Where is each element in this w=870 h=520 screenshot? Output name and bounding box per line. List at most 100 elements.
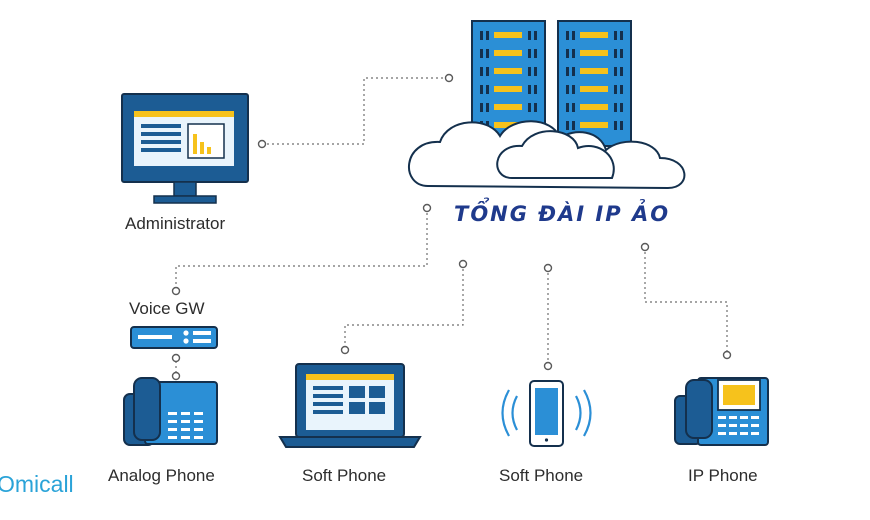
rack-slot xyxy=(620,103,623,112)
rack-slot xyxy=(528,85,531,94)
laptop-softphone-icon xyxy=(278,363,422,448)
rack-slot xyxy=(620,85,623,94)
keypad-key xyxy=(168,412,177,415)
keypad-key xyxy=(729,424,737,427)
keypad-key xyxy=(168,436,177,439)
rack-slot xyxy=(572,67,575,76)
connector-nodes xyxy=(171,73,732,381)
rack-slot xyxy=(572,121,575,130)
keypad-key xyxy=(740,416,748,419)
keypad-key xyxy=(194,436,203,439)
rack-slot xyxy=(528,67,531,76)
keypad-key xyxy=(194,412,203,415)
keypad-key xyxy=(181,436,190,439)
cloud-icon xyxy=(407,120,686,190)
rack-led-bar xyxy=(580,32,608,38)
keypad-key xyxy=(751,432,759,435)
rack-slot xyxy=(614,67,617,76)
rack-slot xyxy=(480,31,483,40)
rack-slot xyxy=(480,103,483,112)
virtual-pbx-title: TỔNG ĐÀI IP ẢO xyxy=(454,202,671,226)
rack-slot xyxy=(566,85,569,94)
rack-slot xyxy=(566,31,569,40)
rack-led-bar xyxy=(494,50,522,56)
ip-phone-icon xyxy=(674,377,769,446)
rack-slot xyxy=(566,103,569,112)
rack-slot xyxy=(566,121,569,130)
rack-led-bar xyxy=(580,68,608,74)
connector-lines xyxy=(175,77,728,376)
rack-slot xyxy=(486,85,489,94)
keypad-key xyxy=(718,416,726,419)
rack-slot xyxy=(480,67,483,76)
rack-led-bar xyxy=(580,86,608,92)
server-rack-right-icon xyxy=(557,20,632,147)
omicall-logo: Omicall xyxy=(0,471,74,497)
voice-gw-label: Voice GW xyxy=(129,299,205,318)
rack-slot xyxy=(528,49,531,58)
keypad-key xyxy=(168,428,177,431)
rack-led-bar xyxy=(494,104,522,110)
rack-slot xyxy=(486,31,489,40)
rack-slot xyxy=(572,85,575,94)
rack-slot xyxy=(534,103,537,112)
keypad-key xyxy=(194,428,203,431)
connector-server-ipphone xyxy=(644,247,728,355)
rack-led-bar xyxy=(580,50,608,56)
rack-slot xyxy=(572,31,575,40)
connector-server-softphone-pc xyxy=(344,264,464,350)
rack-slot xyxy=(486,49,489,58)
keypad-key xyxy=(729,432,737,435)
mobile-softphone-icon xyxy=(501,380,592,447)
connector-server-voicegw xyxy=(175,208,428,291)
rack-led-bar xyxy=(494,122,522,128)
rack-slot xyxy=(528,31,531,40)
keypad-key xyxy=(181,420,190,423)
rack-slot xyxy=(480,85,483,94)
rack-slot xyxy=(486,67,489,76)
keypad-key xyxy=(729,416,737,419)
rack-slot xyxy=(614,31,617,40)
rack-slot xyxy=(614,121,617,130)
rack-slot xyxy=(620,31,623,40)
rack-slot xyxy=(534,49,537,58)
administrator-monitor-icon xyxy=(121,93,249,204)
soft-phone-pc-label: Soft Phone xyxy=(302,466,387,485)
rack-led-bar xyxy=(494,68,522,74)
keypad-key xyxy=(181,428,190,431)
rack-slot xyxy=(614,49,617,58)
rack-slot xyxy=(614,103,617,112)
rack-slot xyxy=(534,85,537,94)
rack-led-bar xyxy=(580,104,608,110)
rack-slot xyxy=(486,103,489,112)
administrator-label: Administrator xyxy=(125,214,226,233)
connector-admin-server xyxy=(262,77,449,145)
rack-slot xyxy=(534,67,537,76)
rack-slot xyxy=(620,49,623,58)
rack-slot xyxy=(566,67,569,76)
rack-slot xyxy=(614,85,617,94)
keypad-key xyxy=(740,432,748,435)
keypad-key xyxy=(194,420,203,423)
rack-slot xyxy=(566,49,569,58)
rack-led-bar xyxy=(494,32,522,38)
keypad-key xyxy=(168,420,177,423)
rack-slot xyxy=(528,103,531,112)
rack-slot xyxy=(480,49,483,58)
rack-led-bar xyxy=(494,86,522,92)
rack-slot xyxy=(572,49,575,58)
keypad-key xyxy=(751,416,759,419)
keypad-key xyxy=(718,424,726,427)
rack-slot xyxy=(620,67,623,76)
keypad-key xyxy=(740,424,748,427)
voice-gateway-icon xyxy=(130,326,218,349)
rack-slot xyxy=(572,103,575,112)
rack-led-bar xyxy=(580,122,608,128)
rack-slot xyxy=(534,31,537,40)
soft-phone-mobile-label: Soft Phone xyxy=(499,466,584,485)
ip-phone-label: IP Phone xyxy=(688,466,758,485)
keypad-key xyxy=(751,424,759,427)
keypad-key xyxy=(181,412,190,415)
analog-phone-icon xyxy=(123,377,218,446)
